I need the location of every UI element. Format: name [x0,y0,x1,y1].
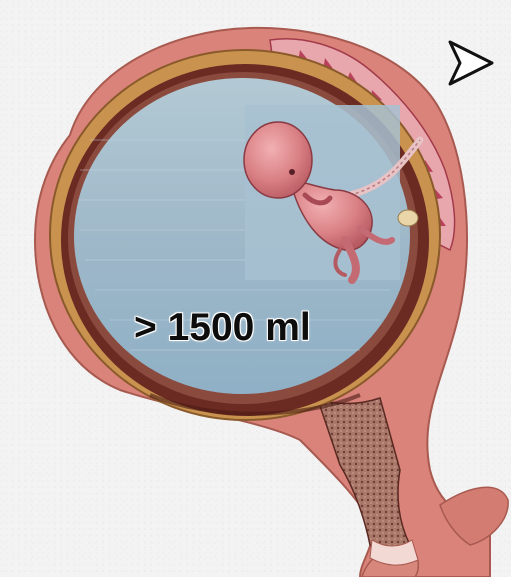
cord-insertion [398,210,418,226]
fetus-head [244,122,312,198]
arrowhead-bullet-icon [448,38,496,88]
amniotic-volume-label: > 1500 ml [134,306,364,350]
